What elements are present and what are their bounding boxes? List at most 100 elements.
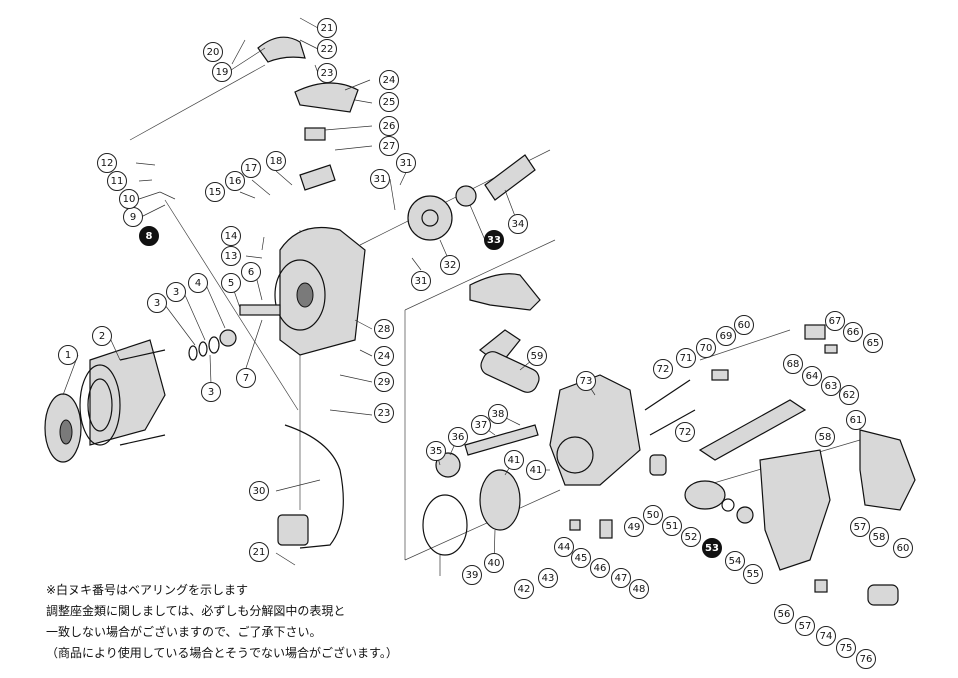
part-callout: 9 xyxy=(123,207,143,227)
part-callout: 4 xyxy=(188,273,208,293)
callout-number: 9 xyxy=(130,212,136,223)
callout-circle xyxy=(675,422,695,442)
callout-circle xyxy=(856,649,876,669)
drag-washers xyxy=(188,329,237,361)
part-callout: 57 xyxy=(850,517,870,537)
part-callout: 43 xyxy=(538,568,558,588)
callout-number: 58 xyxy=(873,532,886,543)
part-callout: 17 xyxy=(241,158,261,178)
part-callout: 72 xyxy=(653,359,673,379)
part-callout: 72 xyxy=(675,422,695,442)
callout-number: 59 xyxy=(531,351,544,362)
callout-number: 1 xyxy=(65,350,71,361)
callout-number: 14 xyxy=(225,231,238,242)
callout-circle xyxy=(147,293,167,313)
stopper-parts xyxy=(711,324,899,606)
callout-circle xyxy=(379,70,399,90)
callout-circle xyxy=(396,153,416,173)
callout-circle xyxy=(643,505,663,525)
part-callout: 2 xyxy=(92,326,112,346)
callout-number: 28 xyxy=(378,324,391,335)
part-callout: 49 xyxy=(624,517,644,537)
part-callout: 60 xyxy=(893,538,913,558)
callout-number: 12 xyxy=(101,158,114,169)
part-callout: 3 xyxy=(166,282,186,302)
part-callout: 58 xyxy=(869,527,889,547)
callout-circle xyxy=(221,226,241,246)
callout-circle xyxy=(802,366,822,386)
callout-circle xyxy=(166,282,186,302)
callout-circle xyxy=(725,551,745,571)
part-callout: 59 xyxy=(527,346,547,366)
part-callout: 21 xyxy=(317,18,337,38)
part-callout: 13 xyxy=(221,246,241,266)
part-callout: 15 xyxy=(205,182,225,202)
bail-wire xyxy=(277,424,344,549)
callout-circle xyxy=(681,527,701,547)
callout-circle xyxy=(571,548,591,568)
callout-circle xyxy=(58,345,78,365)
callout-circle xyxy=(448,427,468,447)
main-gear-assembly xyxy=(422,374,641,556)
part-callout: 20 xyxy=(203,42,223,62)
callout-circle xyxy=(379,92,399,112)
callout-number: 74 xyxy=(820,631,833,642)
callout-number: 39 xyxy=(466,570,479,581)
callout-circle xyxy=(576,371,596,391)
part-callout: 63 xyxy=(821,376,841,396)
callout-circle xyxy=(212,62,232,82)
callout-circle xyxy=(846,410,866,430)
callout-circle xyxy=(374,346,394,366)
part-callout: 3 xyxy=(201,382,221,402)
callout-circle xyxy=(484,553,504,573)
callout-circle xyxy=(869,527,889,547)
callout-circle xyxy=(702,538,722,558)
part-callout: 16 xyxy=(225,171,245,191)
part-callout: 30 xyxy=(249,481,269,501)
callout-number: 75 xyxy=(840,643,853,654)
callout-circle xyxy=(107,171,127,191)
part-callout: 70 xyxy=(696,338,716,358)
part-callout: 31 xyxy=(396,153,416,173)
bearing-part-callout: 33 xyxy=(484,230,504,250)
callout-circle xyxy=(205,182,225,202)
callout-number: 31 xyxy=(400,158,413,169)
part-callout: 3 xyxy=(147,293,167,313)
callout-number: 19 xyxy=(216,67,229,78)
callout-number: 5 xyxy=(228,278,234,289)
callout-circle xyxy=(696,338,716,358)
callout-circle xyxy=(863,333,883,353)
callout-number: 65 xyxy=(867,338,880,349)
callout-number: 31 xyxy=(374,174,387,185)
callout-number: 38 xyxy=(492,409,505,420)
part-callout: 42 xyxy=(514,579,534,599)
callout-circle xyxy=(538,568,558,588)
callout-number: 33 xyxy=(487,235,501,246)
part-callout: 50 xyxy=(643,505,663,525)
callout-circle xyxy=(783,354,803,374)
part-callout: 38 xyxy=(488,404,508,424)
callout-number: 21 xyxy=(253,547,266,558)
callout-number: 57 xyxy=(799,621,812,632)
callout-number: 45 xyxy=(575,553,588,564)
callout-number: 13 xyxy=(225,251,238,262)
callout-number: 56 xyxy=(778,609,791,620)
callout-number: 76 xyxy=(860,654,873,665)
callout-circle xyxy=(843,322,863,342)
callout-number: 30 xyxy=(253,486,266,497)
callout-circle xyxy=(527,346,547,366)
callout-number: 25 xyxy=(383,97,396,108)
part-callout: 61 xyxy=(846,410,866,430)
callout-circle xyxy=(225,171,245,191)
part-callout: 21 xyxy=(249,542,269,562)
part-callout: 54 xyxy=(725,551,745,571)
callout-number: 41 xyxy=(530,465,543,476)
callout-number: 53 xyxy=(705,543,719,554)
part-callout: 12 xyxy=(97,153,117,173)
callout-number: 3 xyxy=(208,387,214,398)
callout-number: 7 xyxy=(243,373,249,384)
callout-circle xyxy=(774,604,794,624)
part-callout: 56 xyxy=(774,604,794,624)
callout-circle xyxy=(624,517,644,537)
callout-number: 42 xyxy=(518,584,531,595)
